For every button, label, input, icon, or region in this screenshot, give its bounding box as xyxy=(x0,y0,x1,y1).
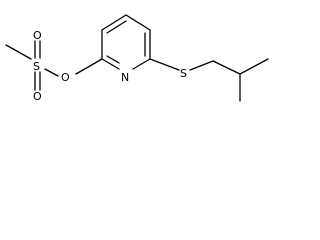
bond-ch-ch3-up xyxy=(239,58,269,75)
bond-n-c2-inner xyxy=(106,55,120,64)
atom-o-sulfonyl-bottom: O xyxy=(33,90,42,103)
bond-c3-c4 xyxy=(101,14,127,31)
atom-o-ester: O xyxy=(61,71,70,84)
bond-n-c2 xyxy=(101,58,120,70)
molecule-structure: O S O O N S xyxy=(5,14,269,103)
bond-o-c2 xyxy=(75,58,103,75)
bond-c6-s xyxy=(149,58,180,71)
structure-canvas: O S O O N S xyxy=(5,14,269,103)
bond-c4-c5 xyxy=(125,14,151,31)
bond-methyl-s xyxy=(5,44,32,60)
atom-s-thioether: S xyxy=(180,67,187,80)
atom-s-sulfonyl: S xyxy=(33,60,40,73)
bond-ch2-ch xyxy=(212,60,241,75)
bond-c6-n xyxy=(132,58,151,70)
bond-c3-c4-inner xyxy=(106,20,127,34)
atom-n-ring: N xyxy=(121,71,129,84)
bond-s-ch2 xyxy=(189,60,214,71)
bond-s-o-ester xyxy=(44,68,59,77)
atom-o-sulfonyl-top: O xyxy=(33,29,42,42)
